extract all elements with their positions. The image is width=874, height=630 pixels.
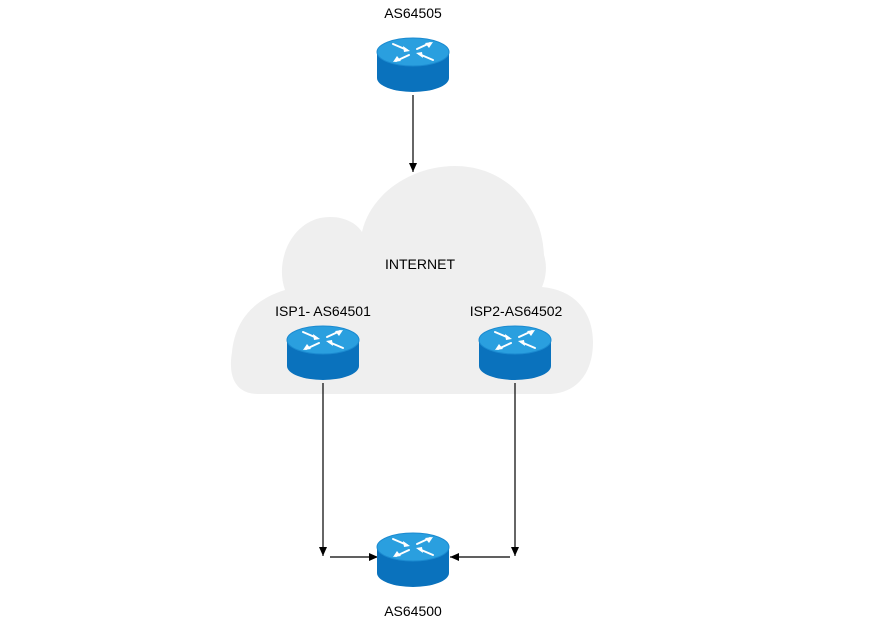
router-isp1-label: ISP1- AS64501 [275,303,371,319]
router-isp2-label: ISP2-AS64502 [469,303,563,319]
router-as64505-icon [376,37,450,93]
router-isp1-icon [286,325,360,381]
internet-label: INTERNET [385,256,455,272]
connection-lines [319,95,519,561]
router-as64500-label: AS64500 [384,603,442,619]
router-isp2-icon [478,325,552,381]
router-as64505-label: AS64505 [384,5,442,21]
router-as64500-icon [376,532,450,588]
